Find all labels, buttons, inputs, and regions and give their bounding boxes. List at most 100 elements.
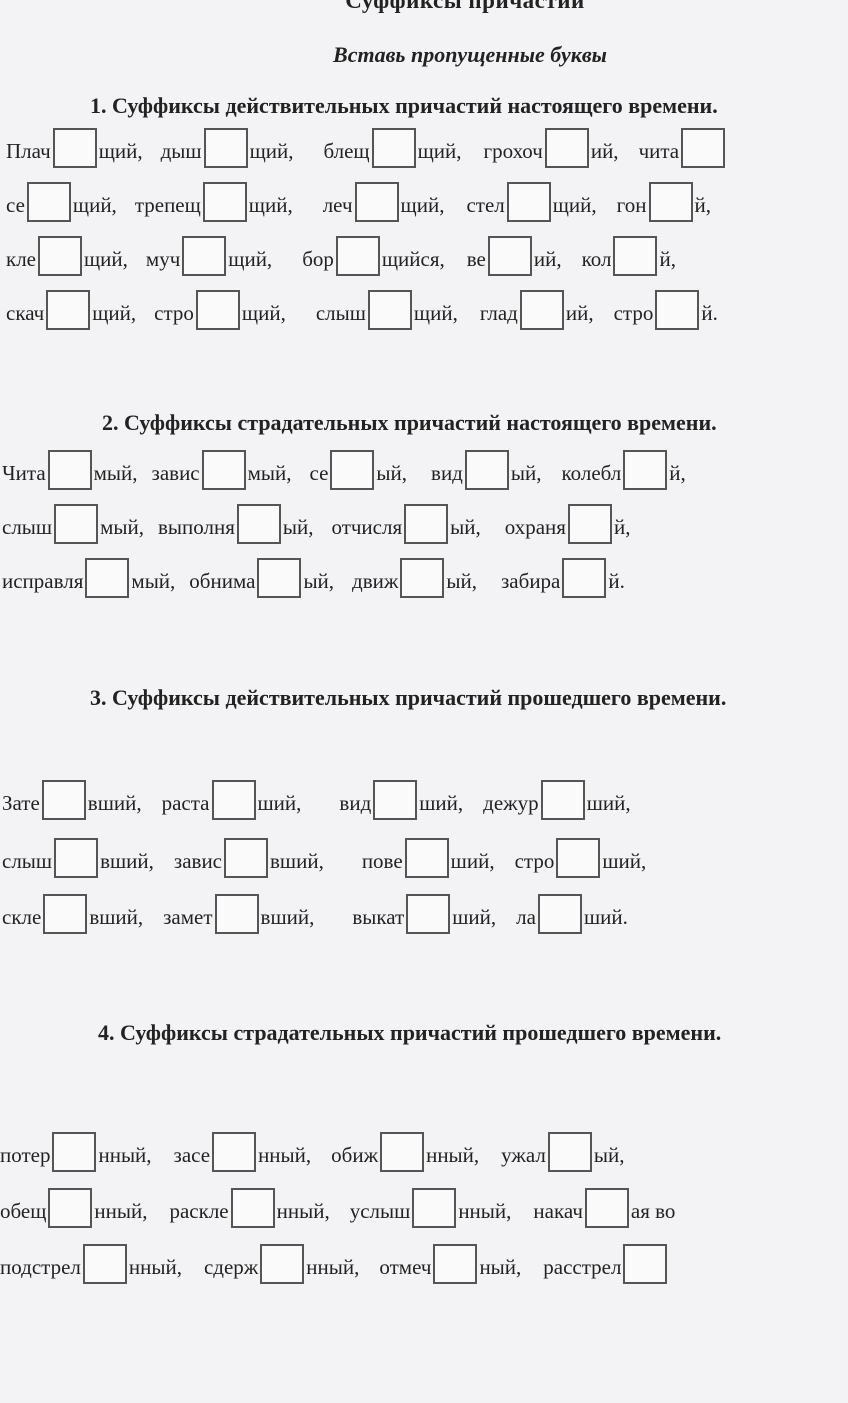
answer-box[interactable] bbox=[562, 558, 607, 598]
word-ending: ший, bbox=[452, 905, 497, 929]
word-stem: гон bbox=[616, 193, 647, 217]
answer-box[interactable] bbox=[52, 128, 97, 168]
answer-box[interactable] bbox=[404, 504, 449, 544]
answer-box[interactable] bbox=[519, 290, 564, 330]
answer-box[interactable] bbox=[623, 1244, 668, 1284]
word-ending: щий, bbox=[241, 301, 286, 325]
word-ending: вший, bbox=[270, 849, 324, 873]
answer-box[interactable] bbox=[371, 128, 416, 168]
answer-box[interactable] bbox=[224, 838, 268, 878]
answer-box[interactable] bbox=[48, 1188, 93, 1228]
word-ending: нный, bbox=[426, 1143, 480, 1167]
word-stem: охраня bbox=[504, 515, 566, 539]
section-heading: 2. Суффиксы страдательных причастий наст… bbox=[102, 410, 717, 435]
word-ending: щий, bbox=[92, 301, 137, 325]
answer-box[interactable] bbox=[230, 1188, 275, 1228]
word-stem: услыш bbox=[349, 1199, 411, 1223]
answer-box[interactable] bbox=[52, 1132, 97, 1172]
answer-box[interactable] bbox=[182, 236, 227, 276]
word-stem: колебл bbox=[561, 461, 622, 485]
answer-box[interactable] bbox=[623, 450, 668, 490]
word-stem: скле bbox=[2, 905, 42, 929]
answer-box[interactable] bbox=[212, 1132, 257, 1172]
answer-box[interactable] bbox=[211, 780, 256, 820]
answer-box[interactable] bbox=[236, 504, 281, 544]
section-heading: 4. Суффиксы страдательных причастий прош… bbox=[98, 1020, 722, 1045]
word-ending: й, bbox=[669, 461, 686, 485]
word-stem: завис bbox=[173, 849, 222, 873]
answer-box[interactable] bbox=[404, 838, 449, 878]
answer-box[interactable] bbox=[648, 182, 693, 222]
answer-box[interactable] bbox=[487, 236, 532, 276]
answer-box[interactable] bbox=[257, 558, 302, 598]
answer-box[interactable] bbox=[681, 128, 726, 168]
answer-box[interactable] bbox=[540, 780, 585, 820]
word-stem: се bbox=[6, 193, 25, 217]
word-stem: выкат bbox=[352, 905, 405, 929]
answer-box[interactable] bbox=[82, 1244, 127, 1284]
answer-box[interactable] bbox=[400, 558, 445, 598]
word-stem: чита bbox=[638, 139, 680, 163]
word-stem: грохоч bbox=[483, 139, 543, 163]
worksheet-subtitle: Вставь пропущенные буквы bbox=[333, 42, 607, 67]
answer-box[interactable] bbox=[544, 128, 589, 168]
answer-box[interactable] bbox=[201, 450, 246, 490]
answer-box[interactable] bbox=[655, 290, 700, 330]
word-stem: скач bbox=[6, 301, 45, 325]
answer-box[interactable] bbox=[195, 290, 240, 330]
word-ending: щий, bbox=[413, 301, 458, 325]
answer-box[interactable] bbox=[54, 504, 99, 544]
word-stem: стро bbox=[154, 301, 194, 325]
answer-box[interactable] bbox=[464, 450, 509, 490]
answer-box[interactable] bbox=[412, 1188, 457, 1228]
answer-box[interactable] bbox=[584, 1188, 629, 1228]
answer-box[interactable] bbox=[567, 504, 612, 544]
word-stem: блещ bbox=[323, 139, 370, 163]
answer-box[interactable] bbox=[46, 290, 91, 330]
word-stem: вид bbox=[431, 461, 463, 485]
answer-box[interactable] bbox=[214, 894, 259, 934]
answer-box[interactable] bbox=[373, 780, 418, 820]
word-stem: отмеч bbox=[379, 1255, 432, 1279]
answer-box[interactable] bbox=[54, 838, 99, 878]
answer-box[interactable] bbox=[613, 236, 658, 276]
answer-box[interactable] bbox=[537, 894, 582, 934]
answer-box[interactable] bbox=[202, 182, 247, 222]
word-stem: засе bbox=[173, 1143, 211, 1167]
answer-box[interactable] bbox=[354, 182, 399, 222]
word-item: расстрел bbox=[543, 1244, 669, 1284]
answer-box[interactable] bbox=[203, 128, 248, 168]
answer-box[interactable] bbox=[330, 450, 375, 490]
answer-box[interactable] bbox=[547, 1132, 592, 1172]
word-item: скач щий, bbox=[6, 290, 137, 330]
answer-box[interactable] bbox=[43, 894, 88, 934]
answer-box[interactable] bbox=[26, 182, 71, 222]
answer-box[interactable] bbox=[335, 236, 380, 276]
word-ending: ший, bbox=[450, 849, 495, 873]
answer-box[interactable] bbox=[38, 236, 83, 276]
answer-box[interactable] bbox=[506, 182, 551, 222]
answer-box[interactable] bbox=[367, 290, 412, 330]
answer-box[interactable] bbox=[556, 838, 601, 878]
answer-box[interactable] bbox=[433, 1244, 478, 1284]
word-ending: щий, bbox=[248, 193, 293, 217]
answer-box[interactable] bbox=[47, 450, 92, 490]
answer-box[interactable] bbox=[380, 1132, 425, 1172]
word-ending: щий, bbox=[552, 193, 597, 217]
answer-box[interactable] bbox=[85, 558, 130, 598]
word-stem: исправля bbox=[2, 569, 84, 593]
word-ending: ий, bbox=[533, 247, 562, 271]
answer-box[interactable] bbox=[260, 1244, 305, 1284]
answer-box[interactable] bbox=[41, 780, 86, 820]
answer-box[interactable] bbox=[406, 894, 451, 934]
